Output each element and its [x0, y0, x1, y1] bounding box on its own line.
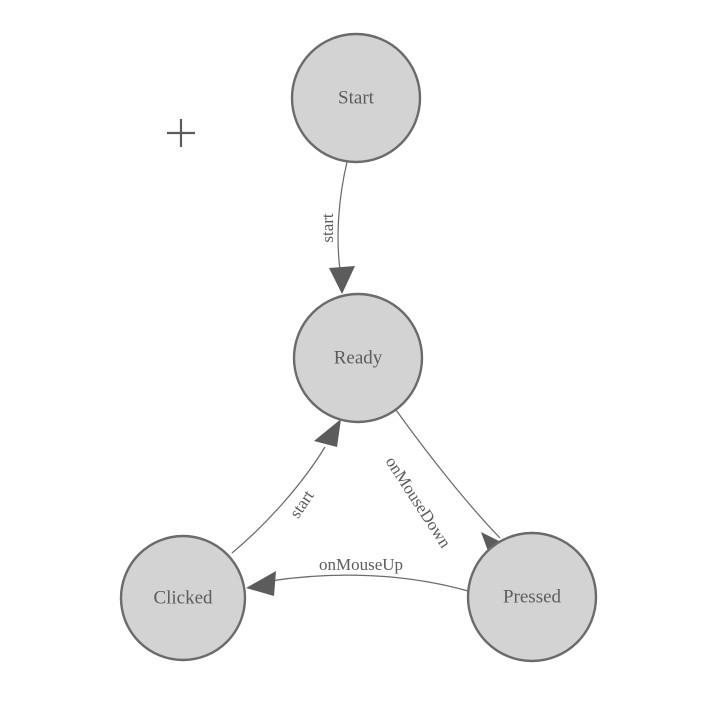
edge-ready-to-pressed-path: [395, 409, 501, 539]
edge-start-to-ready[interactable]: start: [318, 161, 355, 294]
edge-label-clicked-to-ready: start: [286, 486, 318, 521]
node-start[interactable]: Start: [290, 32, 422, 164]
node-pressed[interactable]: Pressed: [466, 531, 598, 663]
edge-pressed-to-clicked-path: [269, 574, 469, 592]
node-clicked-circle[interactable]: [119, 534, 247, 662]
edge-label-ready-to-pressed: onMouseDown: [382, 453, 455, 552]
edge-ready-to-pressed-arrowhead: [481, 532, 507, 554]
node-ready[interactable]: Ready: [292, 292, 424, 424]
plus-crosshair-icon[interactable]: [167, 119, 195, 147]
edge-pressed-to-clicked-arrowhead: [246, 571, 276, 596]
edge-clicked-to-ready-arrowhead: [314, 419, 341, 447]
edge-clicked-to-ready-path: [231, 446, 326, 554]
node-pressed-circle[interactable]: [466, 531, 598, 663]
edge-ready-to-pressed[interactable]: onMouseDown: [382, 409, 507, 554]
node-ready-circle[interactable]: [292, 292, 424, 424]
edge-pressed-to-clicked[interactable]: onMouseUp: [246, 555, 469, 596]
edge-start-to-ready-path: [337, 161, 348, 271]
edge-label-start-to-ready: start: [318, 213, 337, 243]
edge-clicked-to-ready[interactable]: start: [231, 419, 341, 554]
node-clicked[interactable]: Clicked: [119, 534, 247, 662]
edge-label-pressed-to-clicked: onMouseUp: [319, 555, 403, 574]
edge-start-to-ready-arrowhead: [329, 266, 355, 294]
node-start-circle[interactable]: [290, 32, 422, 164]
